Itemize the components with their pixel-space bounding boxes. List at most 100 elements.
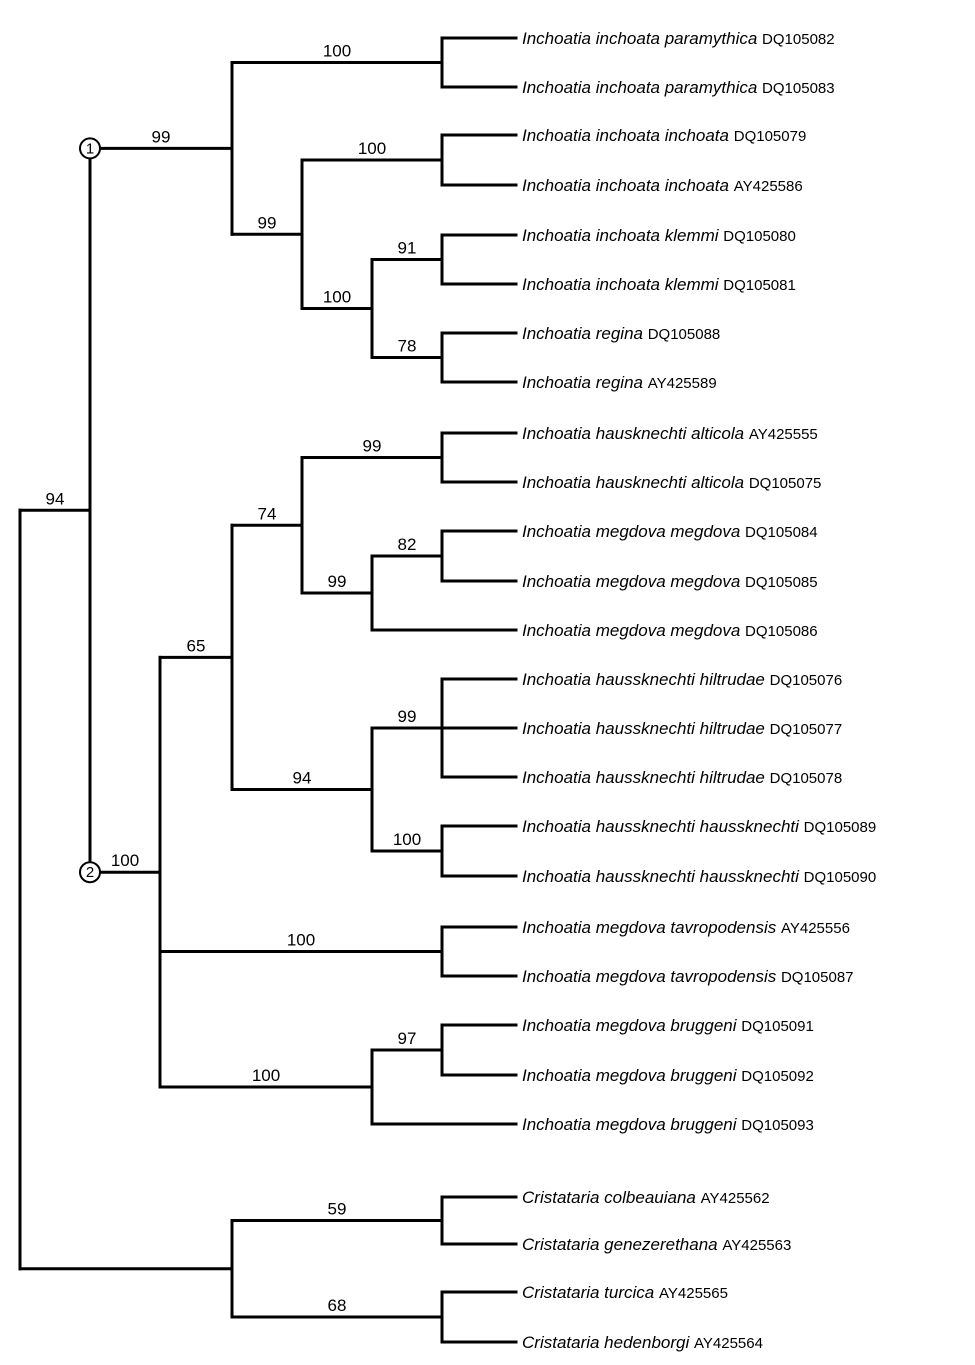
- tip-label: Cristataria turcica AY425565: [522, 1283, 728, 1302]
- accession-number: DQ105082: [762, 31, 835, 48]
- species-name: Inchoatia megdova bruggeni: [522, 1115, 738, 1134]
- species-name: Cristataria hedenborgi: [522, 1333, 690, 1352]
- tip-label: Inchoatia regina AY425589: [522, 373, 717, 392]
- accession-number: DQ105086: [745, 623, 818, 640]
- species-name: Inchoatia haussknechti hiltrudae: [522, 719, 765, 738]
- node-marker-circle: [79, 137, 101, 160]
- tip-label: Inchoatia megdova megdova DQ105085: [522, 572, 818, 591]
- species-name: Inchoatia haussknechti hiltrudae: [522, 768, 765, 787]
- tip-label: Inchoatia regina DQ105088: [522, 324, 720, 343]
- support-value: 99: [328, 572, 347, 591]
- accession-number: DQ105077: [770, 721, 843, 738]
- accession-number: DQ105081: [723, 277, 796, 294]
- accession-number: AY425589: [648, 375, 717, 392]
- support-value: 59: [328, 1200, 347, 1219]
- species-name: Inchoatia megdova megdova: [522, 621, 740, 640]
- accession-number: AY425564: [694, 1335, 763, 1352]
- species-name: Inchoatia megdova tavropodensis: [522, 967, 777, 986]
- accession-number: DQ105078: [770, 770, 843, 787]
- accession-number: AY425556: [781, 920, 850, 937]
- support-value: 99: [363, 437, 382, 456]
- accession-number: DQ105089: [804, 819, 877, 836]
- tree-branches: [18, 36, 518, 1344]
- support-value: 94: [46, 489, 65, 508]
- species-name: Inchoatia inchoata paramythica: [522, 78, 757, 97]
- accession-number: DQ105084: [745, 524, 818, 541]
- accession-number: AY425555: [749, 426, 818, 443]
- species-name: Cristataria turcica: [522, 1283, 654, 1302]
- accession-number: DQ105076: [770, 672, 843, 689]
- support-value: 82: [398, 535, 417, 554]
- accession-number: AY425563: [722, 1237, 791, 1254]
- accession-number: DQ105092: [741, 1068, 814, 1085]
- tip-labels: Inchoatia inchoata paramythica DQ105082I…: [522, 29, 876, 1352]
- accession-number: AY425586: [734, 178, 803, 195]
- species-name: Inchoatia hausknechti alticola: [522, 424, 744, 443]
- accession-number: DQ105090: [804, 869, 877, 886]
- support-value: 94: [293, 769, 312, 788]
- species-name: Inchoatia hausknechti alticola: [522, 473, 744, 492]
- support-value: 65: [187, 636, 206, 655]
- species-name: Cristataria colbeauiana: [522, 1188, 696, 1207]
- tip-label: Cristataria genezerethana AY425563: [522, 1235, 791, 1254]
- support-value: 91: [398, 239, 417, 258]
- support-value: 99: [152, 127, 171, 146]
- support-value: 100: [323, 288, 351, 307]
- support-value: 99: [258, 213, 277, 232]
- tip-label: Inchoatia hausknechti alticola AY425555: [522, 424, 818, 443]
- tip-label: Inchoatia megdova tavropodensis DQ105087: [522, 967, 854, 986]
- tip-label: Inchoatia megdova bruggeni DQ105093: [522, 1115, 814, 1134]
- support-value: 74: [258, 504, 277, 523]
- species-name: Inchoatia inchoata klemmi: [522, 226, 720, 245]
- accession-number: DQ105079: [734, 128, 807, 145]
- species-name: Inchoatia haussknechti hiltrudae: [522, 670, 765, 689]
- accession-number: DQ105091: [741, 1018, 814, 1035]
- species-name: Inchoatia regina: [522, 373, 643, 392]
- tip-label: Inchoatia inchoata inchoata AY425586: [522, 176, 803, 195]
- species-name: Inchoatia megdova megdova: [522, 572, 740, 591]
- tip-label: Inchoatia haussknechti haussknechti DQ10…: [522, 867, 876, 886]
- species-name: Inchoatia inchoata klemmi: [522, 275, 720, 294]
- support-value: 100: [111, 851, 139, 870]
- support-value: 100: [393, 830, 421, 849]
- tip-label: Inchoatia inchoata paramythica DQ105083: [522, 78, 835, 97]
- support-value: 99: [398, 707, 417, 726]
- tip-label: Inchoatia hausknechti alticola DQ105075: [522, 473, 821, 492]
- support-value: 100: [252, 1066, 280, 1085]
- accession-number: AY425565: [659, 1285, 728, 1302]
- tip-label: Inchoatia megdova bruggeni DQ105092: [522, 1066, 814, 1085]
- species-name: Inchoatia megdova megdova: [522, 522, 740, 541]
- accession-number: DQ105083: [762, 80, 835, 97]
- species-name: Inchoatia megdova bruggeni: [522, 1016, 738, 1035]
- species-name: Cristataria genezerethana: [522, 1235, 718, 1254]
- node-marker-circle: [79, 861, 101, 884]
- node-marker-label: 1: [86, 140, 94, 157]
- species-name: Inchoatia inchoata inchoata: [522, 126, 729, 145]
- support-value: 97: [398, 1029, 417, 1048]
- species-name: Inchoatia regina: [522, 324, 643, 343]
- accession-number: DQ105093: [741, 1117, 814, 1134]
- species-name: Inchoatia haussknechti haussknechti: [522, 817, 800, 836]
- tip-label: Inchoatia megdova megdova DQ105086: [522, 621, 818, 640]
- support-value: 100: [287, 931, 315, 950]
- support-value: 100: [323, 42, 351, 61]
- accession-number: DQ105088: [648, 326, 721, 343]
- accession-number: AY425562: [701, 1190, 770, 1207]
- tip-label: Inchoatia megdova megdova DQ105084: [522, 522, 818, 541]
- accession-number: DQ105087: [781, 969, 854, 986]
- species-name: Inchoatia megdova bruggeni: [522, 1066, 738, 1085]
- tip-label: Inchoatia inchoata inchoata DQ105079: [522, 126, 806, 145]
- support-value: 68: [328, 1296, 347, 1315]
- node-markers: 12: [79, 137, 101, 884]
- tip-label: Inchoatia megdova bruggeni DQ105091: [522, 1016, 814, 1035]
- accession-number: DQ105075: [749, 475, 822, 492]
- tip-label: Inchoatia inchoata klemmi DQ105081: [522, 275, 796, 294]
- tip-label: Cristataria colbeauiana AY425562: [522, 1188, 770, 1207]
- species-name: Inchoatia haussknechti haussknechti: [522, 867, 800, 886]
- tip-label: Inchoatia haussknechti hiltrudae DQ10507…: [522, 719, 842, 738]
- species-name: Inchoatia inchoata inchoata: [522, 176, 729, 195]
- support-values: 9499100991001009178100657499998294991001…: [46, 42, 422, 1316]
- tip-label: Cristataria hedenborgi AY425564: [522, 1333, 763, 1352]
- tip-label: Inchoatia haussknechti hiltrudae DQ10507…: [522, 670, 842, 689]
